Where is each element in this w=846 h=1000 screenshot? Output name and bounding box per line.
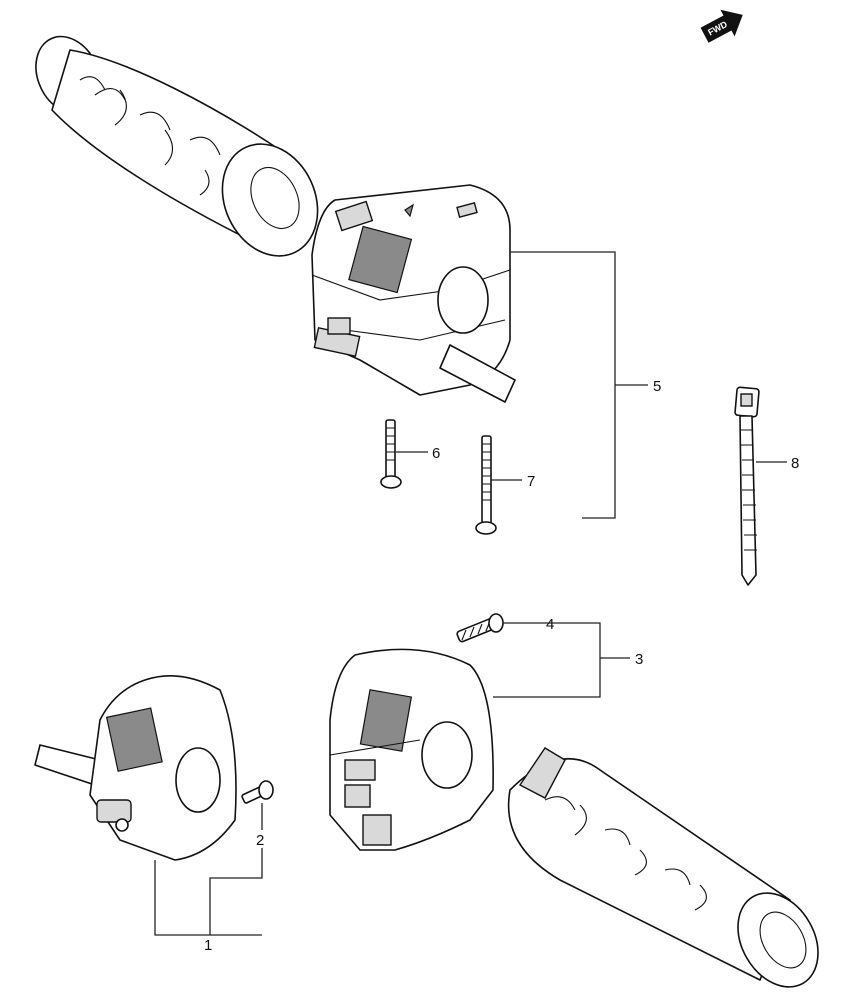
callout-8: 8 [791, 455, 799, 472]
left-grip [35, 35, 319, 257]
screw-6 [380, 419, 402, 489]
callout-1: 1 [204, 937, 212, 954]
fwd-arrow-icon: FWD [700, 9, 743, 43]
switch-housing-left [34, 674, 237, 861]
callout-6: 6 [432, 445, 440, 462]
callout-4: 4 [546, 616, 554, 633]
right-grip [507, 747, 819, 988]
callout-2: 2 [256, 832, 264, 849]
switch-housing-upper [311, 184, 516, 403]
leader-lines [154, 251, 787, 936]
callout-5: 5 [653, 378, 661, 395]
callout-7: 7 [527, 473, 535, 490]
callout-3: 3 [635, 651, 643, 668]
switch-housing-right [329, 648, 494, 851]
screw-7 [475, 435, 497, 535]
screw-2 [241, 780, 274, 804]
cable-tie [734, 386, 760, 586]
screw-4 [456, 613, 504, 643]
